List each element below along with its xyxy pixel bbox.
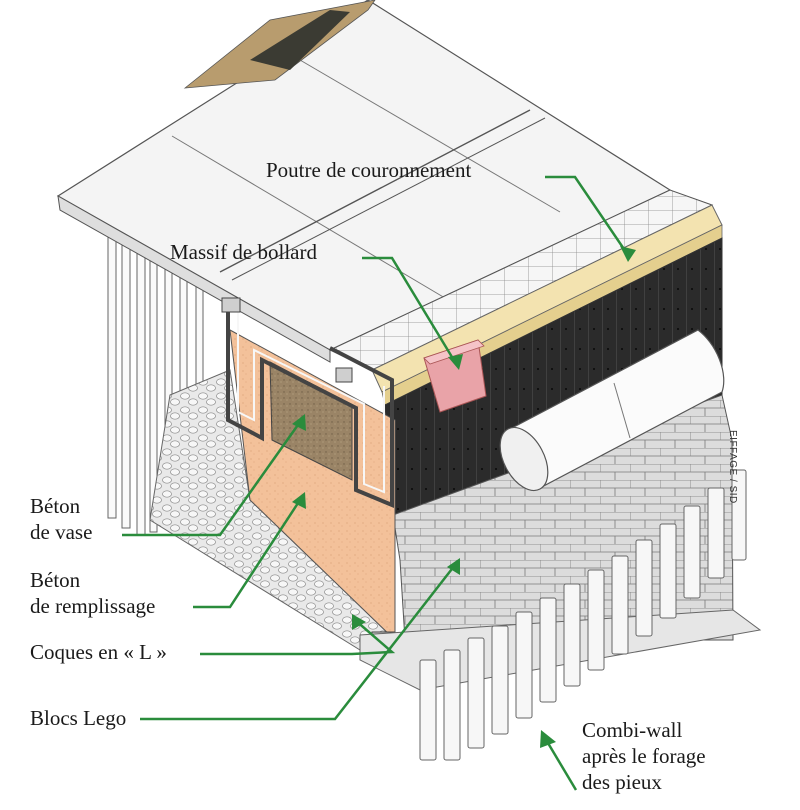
label-poutre-de-couronnement: Poutre de couronnement [266, 158, 472, 182]
leader-poutre [545, 175, 630, 256]
leader-lines [122, 175, 630, 791]
label-massif-de-bollard: Massif de bollard [170, 240, 317, 264]
quay-deck [56, 0, 672, 363]
cut-section [221, 297, 396, 651]
image-credit: EIFFAGE / SID [727, 430, 738, 504]
label-combi-wall-line1: Combi-wall [582, 718, 683, 742]
label-beton-remplissage-line1: Béton [30, 568, 81, 592]
leader-massif [362, 256, 457, 363]
leader-beton-remplissage [193, 499, 302, 609]
label-coques-en-l: Coques en « L » [30, 640, 167, 664]
label-combi-wall-line3: des pieux [582, 770, 662, 794]
label-beton-remplissage-line2: de remplissage [30, 594, 156, 618]
label-blocs-lego: Blocs Lego [30, 706, 127, 730]
leader-coques [200, 619, 396, 656]
label-beton-vase-line2: de vase [30, 520, 93, 544]
label-combi-wall-line2: après le forage [582, 744, 706, 768]
leader-beton-vase [122, 421, 302, 537]
front-piles [419, 469, 747, 761]
leader-arrowheads [292, 246, 636, 748]
leader-combi [543, 737, 578, 791]
leader-blocs [140, 564, 456, 721]
label-beton-vase-line1: Béton [30, 494, 81, 518]
fender-cylinder [499, 329, 725, 492]
